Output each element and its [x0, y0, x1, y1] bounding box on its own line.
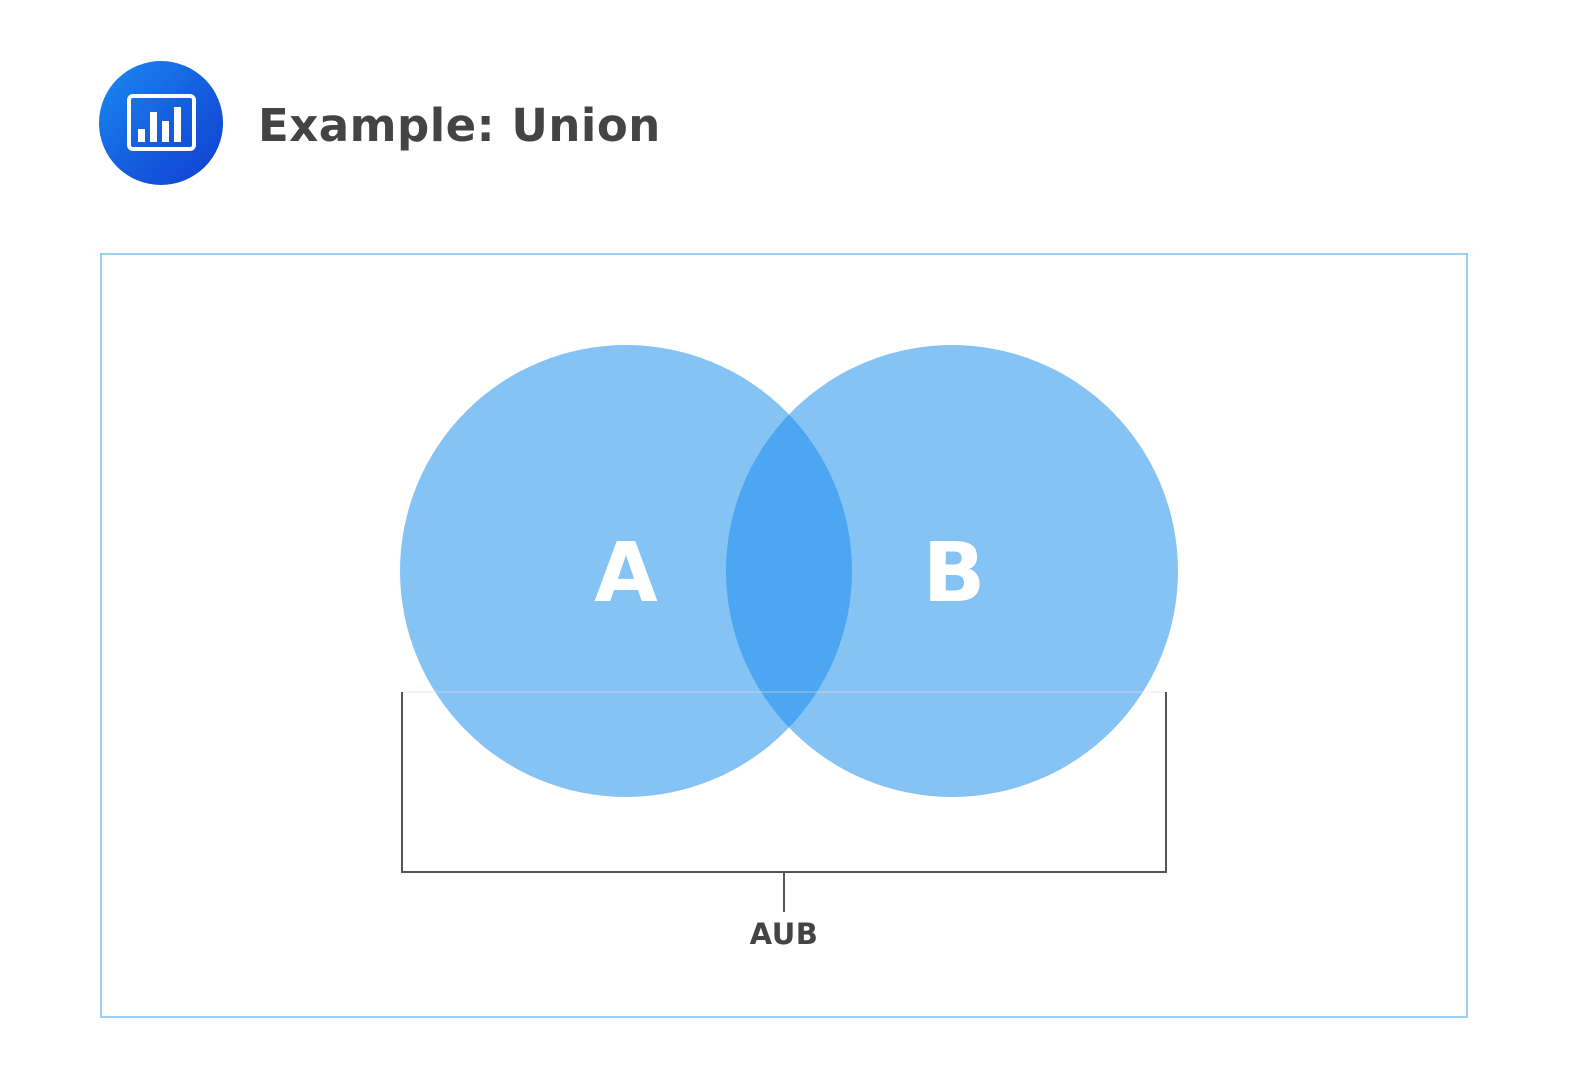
bar-chart-icon [99, 61, 223, 185]
diagram-frame [100, 253, 1468, 1018]
union-label: AUB [749, 917, 819, 951]
page-title: Example: Union [258, 99, 661, 152]
bar-chart-glyph [127, 94, 196, 151]
set-a-circle [400, 345, 852, 797]
set-b-label: B [923, 526, 986, 621]
set-b-circle [726, 345, 1178, 797]
set-a-label: A [594, 526, 658, 621]
